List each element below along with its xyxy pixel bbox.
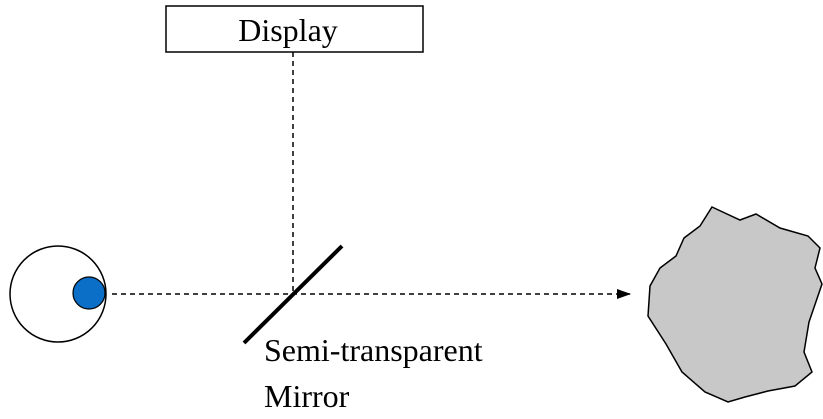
display-box-frame [165,5,424,53]
display-label: Display [238,12,338,48]
pupil [72,276,106,310]
mirror-label-line2: Mirror [264,378,350,414]
semi-transparent-mirror [242,244,344,345]
mirror-label-line1: Semi-transparent [264,332,483,368]
eyeball [9,245,107,343]
real-world-object [647,206,823,403]
eye [9,245,107,343]
display-box: Display [165,5,424,53]
